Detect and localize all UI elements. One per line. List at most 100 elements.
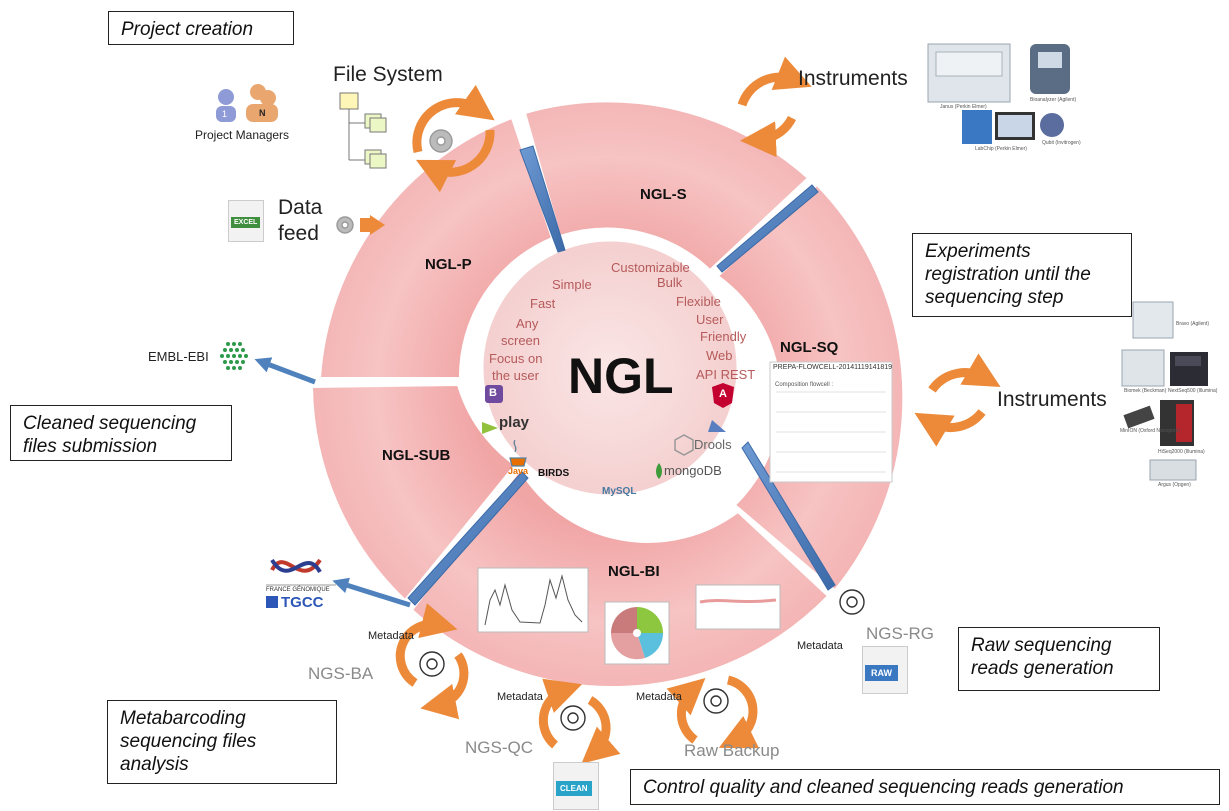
instruments-top-cycle-arrow bbox=[737, 56, 812, 107]
embl-ebi-logo bbox=[220, 342, 248, 370]
gear-icons bbox=[336, 129, 865, 731]
feature-word: Customizable bbox=[611, 260, 690, 275]
feature-word: Flexible bbox=[676, 294, 721, 309]
instruments-right-cycle-arrow bbox=[928, 353, 1001, 393]
instruments-right-cycle-arrow-2 bbox=[914, 409, 986, 447]
ngs-ba-cycle-arrow bbox=[395, 603, 458, 687]
bioanalyzer-image bbox=[1030, 44, 1070, 94]
pm-number-1: 1 bbox=[222, 109, 228, 119]
angular-logo bbox=[712, 383, 734, 408]
bravo-image bbox=[1132, 301, 1174, 339]
java-cup-icon bbox=[509, 439, 527, 467]
segment-label-ngl-sub: NGL-SUB bbox=[382, 447, 451, 464]
bootstrap-logo bbox=[485, 385, 503, 403]
project-managers-label: Project Managers bbox=[195, 128, 290, 142]
metadata-label-ba: Metadata bbox=[368, 630, 414, 642]
connector-s-sq bbox=[716, 184, 819, 273]
caption-minion: MinION (Oxford Nanopore) bbox=[1120, 428, 1181, 434]
callout-cleaned-submission: Cleaned sequencing files submission bbox=[10, 405, 232, 461]
play-logo-text: play bbox=[499, 414, 530, 431]
play-icon bbox=[482, 422, 498, 434]
data-feed-label-line2: feed bbox=[278, 222, 319, 245]
caption-bravo: Bravo (Agilent) bbox=[1176, 321, 1210, 327]
embl-ebi-label: EMBL-EBI bbox=[148, 349, 209, 364]
file-system-label: File System bbox=[333, 63, 443, 86]
raw-backup-cycle-arrow-2 bbox=[718, 675, 760, 749]
callout-control-quality: Control quality and cleaned sequencing r… bbox=[630, 769, 1220, 805]
gear-icon bbox=[336, 216, 354, 234]
connector-p-s bbox=[519, 145, 566, 253]
connector-bi-sub bbox=[407, 471, 529, 606]
segment-ngl-p bbox=[318, 116, 554, 379]
argus-image bbox=[1149, 459, 1197, 481]
labchip-image bbox=[962, 110, 992, 144]
raw-backup-cycle-arrow bbox=[666, 677, 706, 744]
tech-logos bbox=[482, 383, 734, 479]
center-title: NGL bbox=[568, 348, 674, 404]
caption-bioanalyzer: Bioanalyzer (Agilent) bbox=[1030, 97, 1077, 103]
feature-word: Friendly bbox=[700, 329, 747, 344]
line-thumbnail bbox=[695, 584, 781, 630]
metadata-label-qc: Metadata bbox=[497, 691, 543, 703]
flowcell-screenshot bbox=[769, 361, 893, 483]
raw-badge: RAW bbox=[865, 665, 898, 681]
caption-biomek: Biomek (Beckman) bbox=[1124, 388, 1167, 394]
orange-arrows bbox=[360, 56, 1001, 764]
connector-sq-bi bbox=[741, 441, 836, 591]
feature-word: Any bbox=[516, 316, 539, 331]
tgcc-logo bbox=[266, 558, 336, 608]
mongodb-logo-text: mongoDB bbox=[664, 463, 722, 478]
flowcell-title: PREPA-FLOWCELL-20141119141819 bbox=[773, 364, 893, 371]
birds-logo-text: BIRDS bbox=[538, 468, 570, 479]
angular-letter: A bbox=[719, 388, 727, 400]
callout-experiments-registration: Experiments registration until the seque… bbox=[912, 233, 1132, 317]
segment-label-ngl-p: NGL-P bbox=[425, 256, 472, 273]
ring-segments bbox=[310, 100, 905, 689]
ngs-ba-label: NGS-BA bbox=[308, 664, 374, 683]
gear-icon bbox=[560, 705, 586, 731]
ngs-qc-cycle-arrow-2 bbox=[581, 696, 621, 764]
arrow-to-tgcc bbox=[332, 577, 411, 608]
ngs-ba-cycle-arrow-2 bbox=[420, 652, 469, 720]
gear-icon bbox=[839, 589, 865, 615]
segment-label-ngl-sq: NGL-SQ bbox=[780, 339, 839, 356]
callout-project-creation: Project creation bbox=[108, 11, 294, 45]
qubit-image bbox=[1040, 113, 1064, 137]
mongodb-leaf-icon bbox=[656, 463, 662, 479]
caption-janus: Janus (Perkin Elmer) bbox=[940, 104, 987, 110]
flowcell-subtitle: Composition flowcell : bbox=[775, 382, 834, 388]
gear-icon bbox=[703, 688, 729, 714]
gear-icon bbox=[419, 651, 445, 677]
bootstrap-letter: B bbox=[489, 387, 497, 399]
tgcc-text: TGCC bbox=[281, 594, 324, 611]
pm-letter-n: N bbox=[259, 108, 266, 118]
minion-image bbox=[1123, 405, 1155, 429]
feature-word: Fast bbox=[530, 296, 556, 311]
instrument-images-top bbox=[927, 43, 1070, 144]
instruments-top-cycle-arrow-2 bbox=[740, 115, 797, 158]
ngl-bi-chart-thumbnails bbox=[477, 567, 781, 665]
caption-nextseq: NextSeq500 (Illumina) bbox=[1168, 388, 1218, 394]
clean-file-icon: CLEAN bbox=[553, 762, 599, 810]
metadata-label-rg: Metadata bbox=[797, 640, 843, 652]
segment-label-ngl-s: NGL-S bbox=[640, 186, 687, 203]
ngs-qc-cycle-arrow bbox=[538, 678, 583, 749]
excel-file-icon: EXCEL bbox=[228, 200, 264, 242]
histogram-thumbnail bbox=[477, 567, 589, 633]
gear-icon bbox=[429, 129, 453, 153]
metadata-label-raw-backup: Metadata bbox=[636, 691, 682, 703]
blue-connectors bbox=[407, 145, 836, 606]
caption-labchip: LabChip (Perkin Elmer) bbox=[975, 146, 1027, 152]
blue-exit-arrows bbox=[254, 357, 411, 608]
mysql-logo-text: MySQL bbox=[602, 486, 637, 497]
segment-ngl-sub bbox=[310, 383, 517, 602]
project-managers-icon bbox=[216, 84, 278, 122]
callout-metabarcoding: Metabarcoding sequencing files analysis bbox=[107, 700, 337, 784]
segment-ngl-s bbox=[523, 100, 810, 272]
instruments-top-label: Instruments bbox=[798, 67, 908, 90]
caption-argus: Argus (Opgen) bbox=[1158, 482, 1191, 488]
data-feed-label-line1: Data bbox=[278, 196, 323, 219]
biomek-image bbox=[1121, 349, 1165, 387]
feature-word: Web bbox=[706, 348, 733, 363]
